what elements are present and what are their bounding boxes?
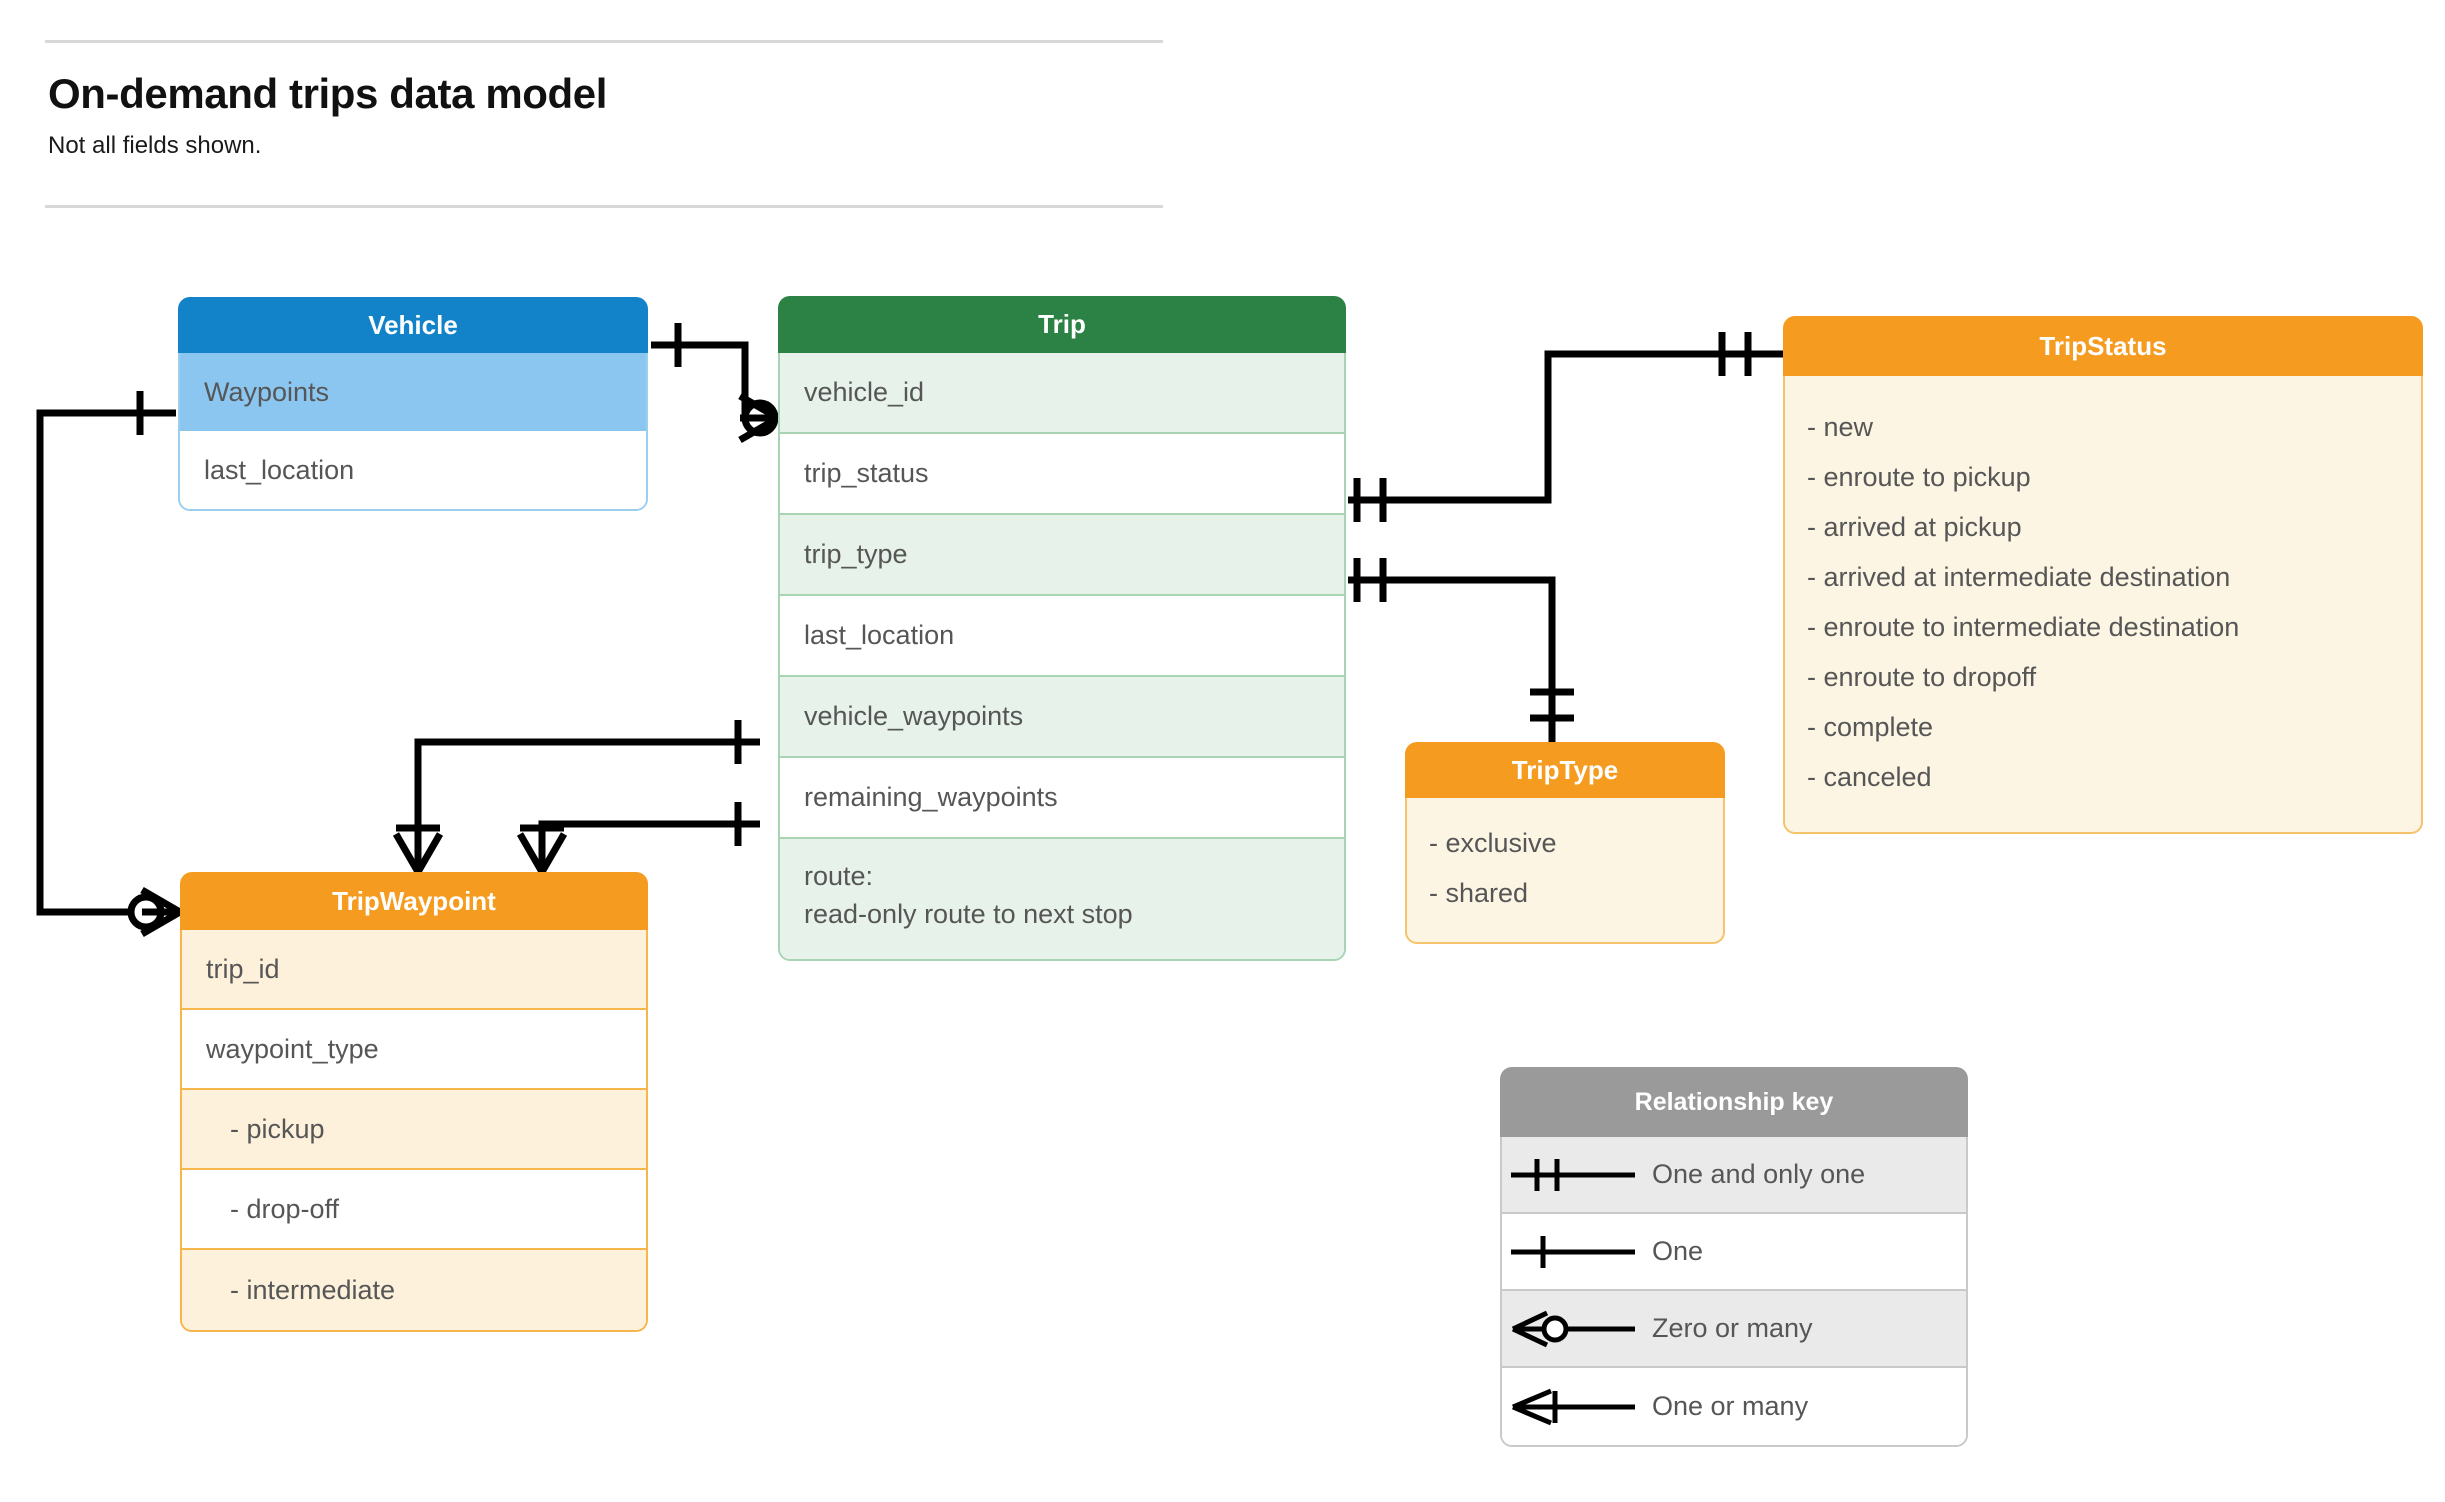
key-row-one-and-only-one: One and only one bbox=[1502, 1137, 1966, 1214]
field-tripwaypoint-waypoint-type[interactable]: waypoint_type bbox=[182, 1010, 646, 1090]
zero-ring-vehicle-trip bbox=[741, 399, 779, 437]
one-and-only-one-icon bbox=[1502, 1153, 1652, 1197]
field-trip-vehicle-id[interactable]: vehicle_id bbox=[780, 353, 1344, 434]
entity-vehicle-fields: Waypoints last_location bbox=[178, 353, 648, 511]
enum-triptype-exclusive[interactable]: - exclusive bbox=[1429, 827, 1557, 858]
connector-trip-to-tripstatus bbox=[1348, 350, 1783, 504]
entity-tripstatus-title: TripStatus bbox=[1783, 316, 2423, 376]
relationship-key-rows: One and only one One bbox=[1500, 1137, 1968, 1447]
field-trip-trip-type[interactable]: trip_type bbox=[780, 515, 1344, 596]
bottom-divider bbox=[45, 205, 1163, 208]
entity-triptype-title: TripType bbox=[1405, 742, 1725, 798]
entity-vehicle[interactable]: Vehicle Waypoints last_location bbox=[178, 297, 648, 511]
crowsfoot-b-waypoints bbox=[140, 908, 182, 938]
field-trip-last-location[interactable]: last_location bbox=[780, 596, 1344, 677]
zero-ring-waypoints bbox=[127, 893, 165, 931]
enum-tripstatus-complete[interactable]: - complete bbox=[1807, 711, 1934, 742]
zero-or-many-icon bbox=[1502, 1307, 1652, 1351]
enum-tripwaypoint-intermediate[interactable]: - intermediate bbox=[182, 1250, 646, 1330]
entity-triptype-values: - exclusive - shared bbox=[1405, 798, 1725, 944]
key-label-one-and-only-one: One and only one bbox=[1652, 1159, 1866, 1189]
entity-tripwaypoint-fields: trip_id waypoint_type - pickup - drop-of… bbox=[180, 930, 648, 1332]
enum-tripstatus-arrived-at-intermediate-destination[interactable]: - arrived at intermediate destination bbox=[1807, 561, 2231, 592]
entity-vehicle-title: Vehicle bbox=[178, 297, 648, 353]
crowsfoot-b-remainingwp bbox=[538, 832, 568, 874]
enum-tripstatus-new[interactable]: - new bbox=[1807, 411, 1874, 442]
enum-triptype-shared[interactable]: - shared bbox=[1429, 877, 1529, 908]
top-divider bbox=[45, 40, 1163, 43]
key-row-zero-or-many: Zero or many bbox=[1502, 1291, 1966, 1368]
field-vehicle-waypoints[interactable]: Waypoints bbox=[180, 353, 646, 431]
entity-trip-fields: vehicle_id trip_status trip_type last_lo… bbox=[778, 353, 1346, 961]
field-vehicle-last-location[interactable]: last_location bbox=[180, 431, 646, 509]
entity-tripstatus-values: - new - enroute to pickup - arrived at p… bbox=[1783, 376, 2423, 834]
crowsfoot-a-vehiclewp bbox=[392, 832, 422, 874]
key-label-zero-or-many: Zero or many bbox=[1652, 1313, 1813, 1343]
field-trip-remaining-waypoints[interactable]: remaining_waypoints bbox=[780, 758, 1344, 839]
enum-tripstatus-arrived-at-pickup[interactable]: - arrived at pickup bbox=[1807, 511, 2022, 542]
page-subtitle: Not all fields shown. bbox=[48, 132, 262, 159]
relationship-key-panel: Relationship key One and only one bbox=[1500, 1067, 1968, 1447]
enum-tripstatus-enroute-to-intermediate-destination[interactable]: - enroute to intermediate destination bbox=[1807, 611, 2240, 642]
key-label-one: One bbox=[1652, 1236, 1704, 1266]
crowsfoot-b-vehicle-trip bbox=[738, 414, 780, 444]
connector-waypoints-to-tripwaypoint bbox=[36, 409, 176, 916]
field-trip-vehicle-waypoints[interactable]: vehicle_waypoints bbox=[780, 677, 1344, 758]
relationship-key-title: Relationship key bbox=[1500, 1067, 1968, 1137]
enum-tripstatus-enroute-to-pickup[interactable]: - enroute to pickup bbox=[1807, 461, 2031, 492]
crowsfoot-a-vehicle-trip bbox=[738, 392, 780, 422]
connector-trip-to-triptype bbox=[1348, 576, 1556, 742]
crowsfoot-b-vehiclewp bbox=[414, 832, 444, 874]
field-trip-trip-status[interactable]: trip_status bbox=[780, 434, 1344, 515]
crowsfoot-a-waypoints bbox=[140, 886, 182, 916]
connector-remainingwp-to-tripwaypoint bbox=[538, 820, 760, 872]
one-or-many-icon bbox=[1502, 1385, 1652, 1429]
entity-triptype[interactable]: TripType - exclusive - shared bbox=[1405, 742, 1725, 944]
key-row-one-or-many: One or many bbox=[1502, 1368, 1966, 1445]
key-row-one: One bbox=[1502, 1214, 1966, 1291]
enum-tripwaypoint-dropoff[interactable]: - drop-off bbox=[182, 1170, 646, 1250]
field-trip-route[interactable]: route: read-only route to next stop bbox=[780, 839, 1344, 959]
key-label-one-or-many: One or many bbox=[1652, 1391, 1809, 1421]
entity-trip[interactable]: Trip vehicle_id trip_status trip_type la… bbox=[778, 296, 1346, 961]
enum-tripstatus-enroute-to-dropoff[interactable]: - enroute to dropoff bbox=[1807, 661, 2037, 692]
entity-tripstatus[interactable]: TripStatus - new - enroute to pickup - a… bbox=[1783, 316, 2423, 834]
page-title: On-demand trips data model bbox=[48, 70, 607, 117]
entity-trip-title: Trip bbox=[778, 296, 1346, 353]
enum-tripwaypoint-pickup[interactable]: - pickup bbox=[182, 1090, 646, 1170]
field-tripwaypoint-trip-id[interactable]: trip_id bbox=[182, 930, 646, 1010]
connector-vehiclewp-to-tripwaypoint bbox=[414, 738, 760, 872]
entity-tripwaypoint-title: TripWaypoint bbox=[180, 872, 648, 930]
enum-tripstatus-canceled[interactable]: - canceled bbox=[1807, 761, 1932, 792]
connector-vehicle-to-trip bbox=[651, 341, 760, 422]
entity-tripwaypoint[interactable]: TripWaypoint trip_id waypoint_type - pic… bbox=[180, 872, 648, 1332]
crowsfoot-a-remainingwp bbox=[516, 832, 546, 874]
one-icon bbox=[1502, 1230, 1652, 1274]
